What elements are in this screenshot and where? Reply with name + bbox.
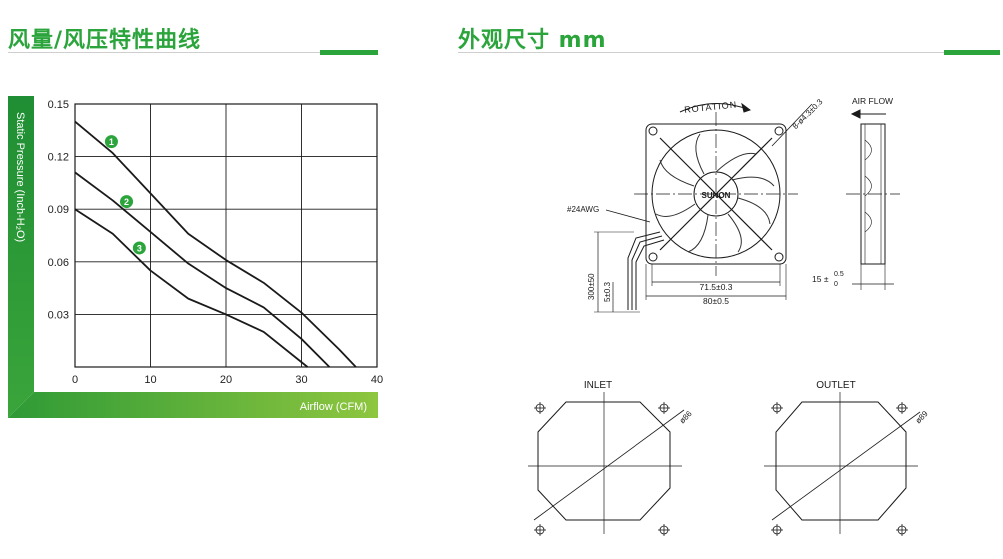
y-tick-label: 0.06 — [48, 257, 69, 269]
x-tick-label: 30 — [295, 374, 307, 386]
airflow-label: AIR FLOW — [852, 96, 893, 106]
series-line-3 — [74, 208, 309, 368]
target-hole-icon — [896, 402, 908, 414]
left-section-title: 风量/风压特性曲线 — [8, 28, 202, 53]
rotation-label: ROTATION — [684, 99, 738, 115]
thickness-dim: 15 ± — [812, 274, 829, 284]
lead-length-dim: 300±50 — [587, 273, 596, 300]
inlet-outline — [537, 401, 671, 521]
series-badge-label: 1 — [109, 137, 114, 147]
x-tick-label: 0 — [72, 374, 78, 386]
mount-hole-icon — [648, 252, 658, 262]
outlet-diameter-label: ø89 — [914, 409, 931, 426]
series-badge-2 — [120, 195, 134, 209]
y-tick-label: 0.12 — [48, 152, 69, 164]
series-line-1 — [74, 120, 357, 368]
target-hole-icon — [658, 402, 670, 414]
outlet-label: OUTLET — [816, 380, 855, 391]
mount-hole-icon — [774, 126, 784, 136]
frame-size-dim: 80±0.5 — [703, 296, 729, 306]
series-badge-label: 3 — [137, 243, 142, 253]
y-tick-label: 0.09 — [48, 204, 69, 216]
series-badge-3 — [132, 241, 146, 255]
thickness-tol-lower: 0 — [834, 281, 838, 288]
hole-pitch-dim: 71.5±0.3 — [699, 282, 732, 292]
mount-hole-icon — [774, 252, 784, 262]
thickness-tol-upper: 0.5 — [834, 271, 844, 278]
left-title-accent — [320, 50, 378, 55]
x-axis-label: Airflow (CFM) — [300, 401, 367, 413]
right-section-title: 外观尺寸 mm — [458, 28, 607, 53]
right-title-accent — [944, 50, 1000, 55]
target-hole-icon — [771, 524, 783, 536]
y-tick-label: 0.15 — [48, 99, 69, 111]
target-hole-icon — [534, 402, 546, 414]
target-hole-icon — [771, 402, 783, 414]
strip-length-dim: 5±0.3 — [603, 281, 612, 302]
x-tick-label: 20 — [220, 374, 232, 386]
inlet-label: INLET — [584, 380, 612, 391]
target-hole-icon — [658, 524, 670, 536]
crosshair-marks — [534, 402, 908, 536]
lead-wires — [627, 231, 665, 310]
y-axis-label: Static Pressure (Inch-H₂O) — [14, 112, 26, 242]
x-axis-band — [8, 392, 378, 418]
left-title-rule — [8, 52, 378, 53]
series-line-2 — [74, 171, 331, 368]
target-hole-icon — [896, 524, 908, 536]
mount-hole-icon — [648, 126, 658, 136]
pq-curve-chart: Static Pressure (Inch-H₂O) Airflow (CFM)… — [8, 96, 383, 418]
right-title-rule — [458, 52, 1000, 53]
series-badge-label: 2 — [124, 197, 129, 207]
wire-gauge-label: #24AWG — [567, 205, 599, 214]
brand-label: SUNON — [702, 191, 731, 200]
y-axis-band — [8, 96, 34, 418]
series-badge-1 — [104, 135, 118, 149]
hole-spec-label: 8-ø4.3±0.3 — [791, 97, 825, 131]
x-tick-label: 10 — [144, 374, 156, 386]
inlet-diameter-label: ø86 — [678, 409, 695, 426]
fan-blades-icon — [655, 133, 775, 253]
x-tick-label: 40 — [371, 374, 383, 386]
outlet-outline — [775, 401, 907, 521]
y-tick-label: 0.03 — [48, 309, 69, 321]
target-hole-icon — [534, 524, 546, 536]
